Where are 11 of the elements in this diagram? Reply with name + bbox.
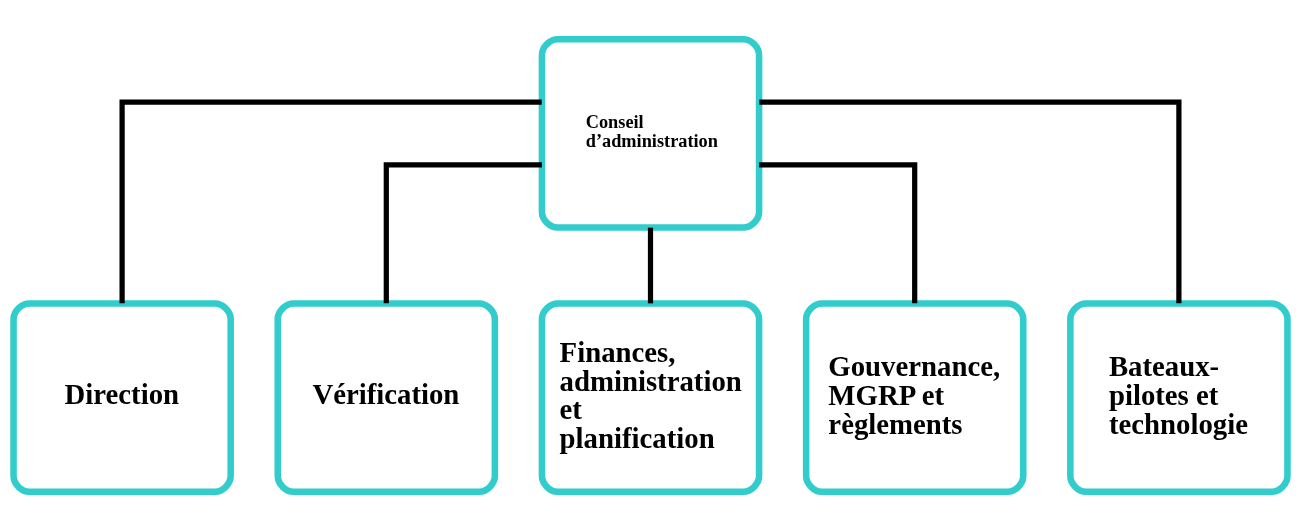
connector: [759, 162, 918, 304]
connector: [383, 162, 542, 304]
node-box: Gouvernance, MGRP et règlements: [802, 300, 1027, 496]
connector: [119, 99, 542, 304]
node-box: Conseil d’administration: [538, 35, 763, 231]
connector: [759, 99, 1182, 304]
node-box: Bateaux-pilotes et technologie: [1067, 300, 1291, 496]
node-box: Direction: [10, 300, 234, 496]
connector: [647, 227, 654, 304]
node-box: Vérification: [274, 300, 499, 496]
node-box: Finances, administration et planification: [538, 300, 763, 496]
